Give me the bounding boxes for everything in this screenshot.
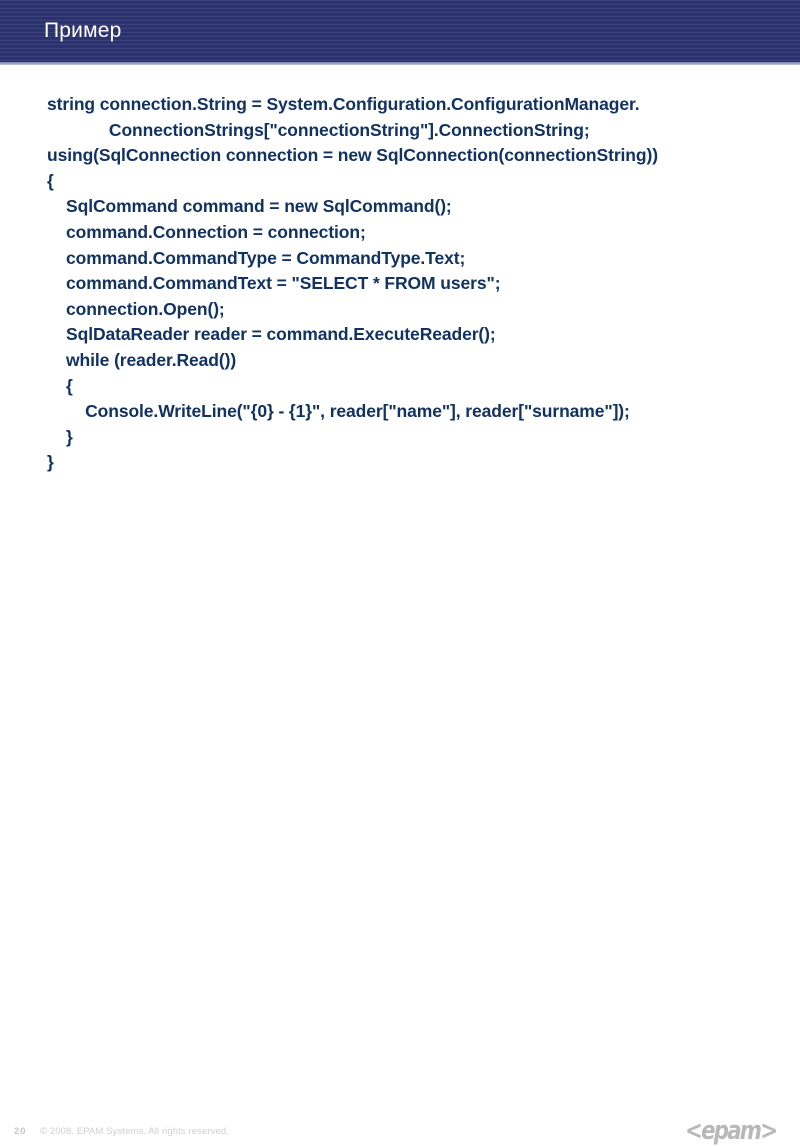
code-line: while (reader.Read()) bbox=[47, 349, 237, 370]
code-line: { bbox=[47, 375, 73, 396]
code-line: { bbox=[47, 170, 54, 191]
code-line: ConnectionStrings["connectionString"].Co… bbox=[47, 119, 590, 140]
code-line: } bbox=[47, 452, 54, 473]
code-line: string connection.String = System.Config… bbox=[47, 94, 640, 114]
code-line: command.Connection = connection; bbox=[47, 221, 366, 242]
slide-footer: 20 © 2008. EPAM Systems. All rights rese… bbox=[0, 560, 800, 1146]
code-line: Console.WriteLine("{0} - {1}", reader["n… bbox=[47, 401, 630, 422]
code-line: SqlCommand command = new SqlCommand(); bbox=[47, 196, 452, 217]
page-number: 20 bbox=[14, 1126, 27, 1137]
code-block: string connection.String = System.Config… bbox=[0, 92, 800, 476]
code-line: using(SqlConnection connection = new Sql… bbox=[47, 145, 658, 166]
code-line: SqlDataReader reader = command.ExecuteRe… bbox=[47, 324, 496, 345]
epam-logo: <epam> bbox=[684, 1116, 778, 1146]
header-divider bbox=[0, 62, 800, 65]
code-line: command.CommandType = CommandType.Text; bbox=[47, 247, 466, 268]
copyright-notice: © 2008. EPAM Systems. All rights reserve… bbox=[40, 1126, 229, 1137]
code-line: command.CommandText = "SELECT * FROM use… bbox=[47, 273, 501, 294]
page-title: Пример bbox=[44, 19, 122, 42]
slide-header-banner: Пример bbox=[0, 0, 800, 62]
code-line: } bbox=[47, 426, 73, 447]
code-line: connection.Open(); bbox=[47, 298, 225, 319]
